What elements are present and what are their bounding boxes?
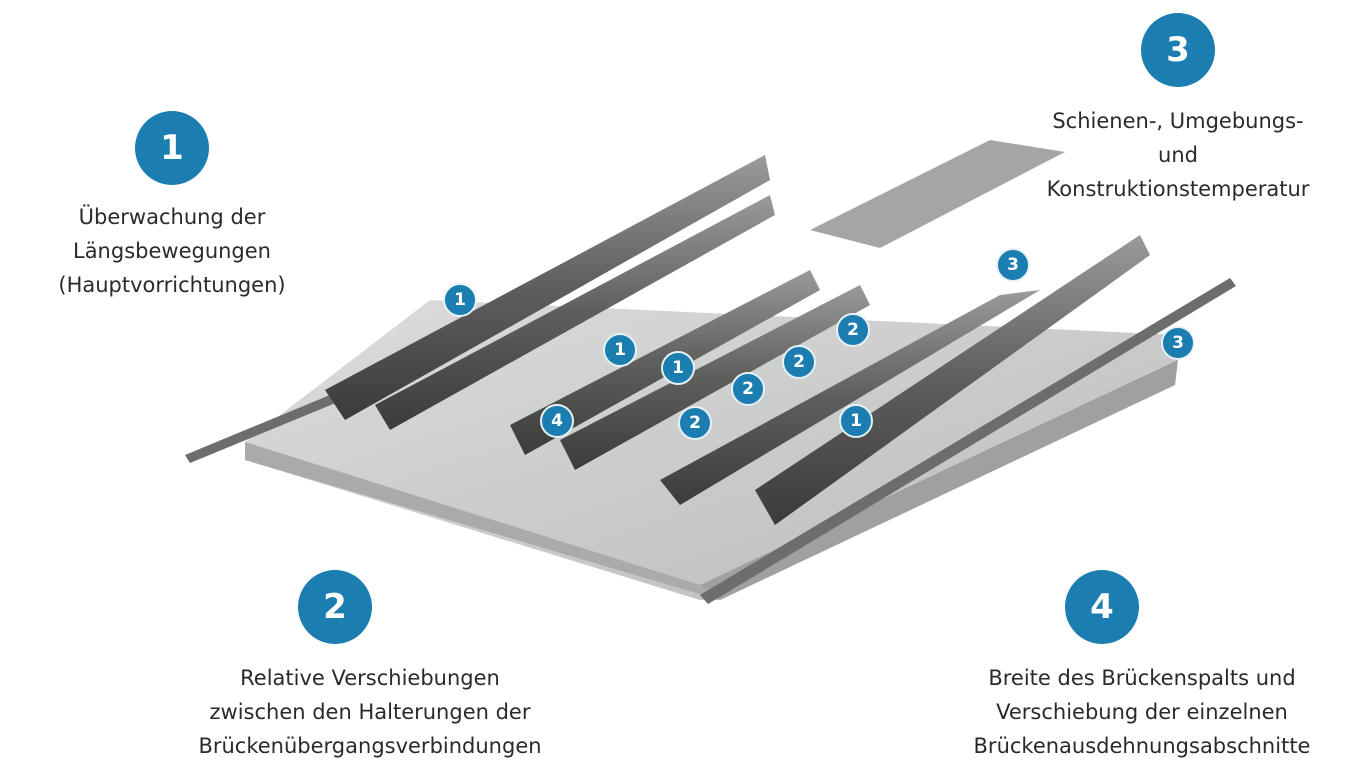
sensor-marker: 3 bbox=[996, 248, 1030, 282]
caption-line: Relative Verschiebungen bbox=[240, 666, 500, 690]
sensor-marker: 1 bbox=[661, 351, 695, 385]
rails bbox=[325, 140, 1150, 525]
legend-caption-4: Breite des Brückenspalts und Verschiebun… bbox=[974, 661, 1311, 763]
sensor-marker: 2 bbox=[678, 406, 712, 440]
sensor-marker: 2 bbox=[782, 345, 816, 379]
legend-caption-3: Schienen-, Umgebungs- und Konstruktionst… bbox=[1047, 104, 1310, 206]
caption-line: Konstruktionstemperatur bbox=[1046, 177, 1310, 201]
caption-line: Brückenausdehnungsabschnitte bbox=[973, 734, 1311, 758]
legend-caption-1: Überwachung der Längsbewegungen (Hauptvo… bbox=[58, 200, 285, 302]
legend-badge-4: 4 bbox=[1065, 570, 1139, 644]
legend-badge-2: 2 bbox=[298, 570, 372, 644]
caption-line: Längsbewegungen bbox=[72, 239, 272, 263]
caption-line: Brückenübergangsverbindungen bbox=[198, 734, 542, 758]
legend-badge-3: 3 bbox=[1141, 13, 1215, 87]
flat-bar bbox=[185, 395, 338, 463]
legend-caption-2: Relative Verschiebungen zwischen den Hal… bbox=[198, 661, 541, 763]
sensor-marker: 1 bbox=[839, 404, 873, 438]
sensor-marker: 2 bbox=[836, 313, 870, 347]
sensor-marker: 4 bbox=[540, 404, 574, 438]
legend-badge-1: 1 bbox=[135, 111, 209, 185]
sensor-marker: 1 bbox=[603, 333, 637, 367]
caption-line: Schienen-, Umgebungs- bbox=[1052, 109, 1304, 133]
caption-line: Breite des Brückenspalts und bbox=[988, 666, 1296, 690]
caption-line: und bbox=[1158, 143, 1198, 167]
caption-line: Verschiebung der einzelnen bbox=[996, 700, 1288, 724]
sensor-marker: 3 bbox=[1161, 326, 1195, 360]
flat-bar bbox=[700, 278, 1236, 604]
cover-plate bbox=[810, 140, 1065, 248]
sensor-marker: 1 bbox=[443, 283, 477, 317]
caption-line: zwischen den Halterungen der bbox=[209, 700, 531, 724]
sensor-marker: 2 bbox=[731, 372, 765, 406]
caption-line: (Hauptvorrichtungen) bbox=[58, 273, 286, 297]
caption-line: Überwachung der bbox=[78, 205, 266, 229]
